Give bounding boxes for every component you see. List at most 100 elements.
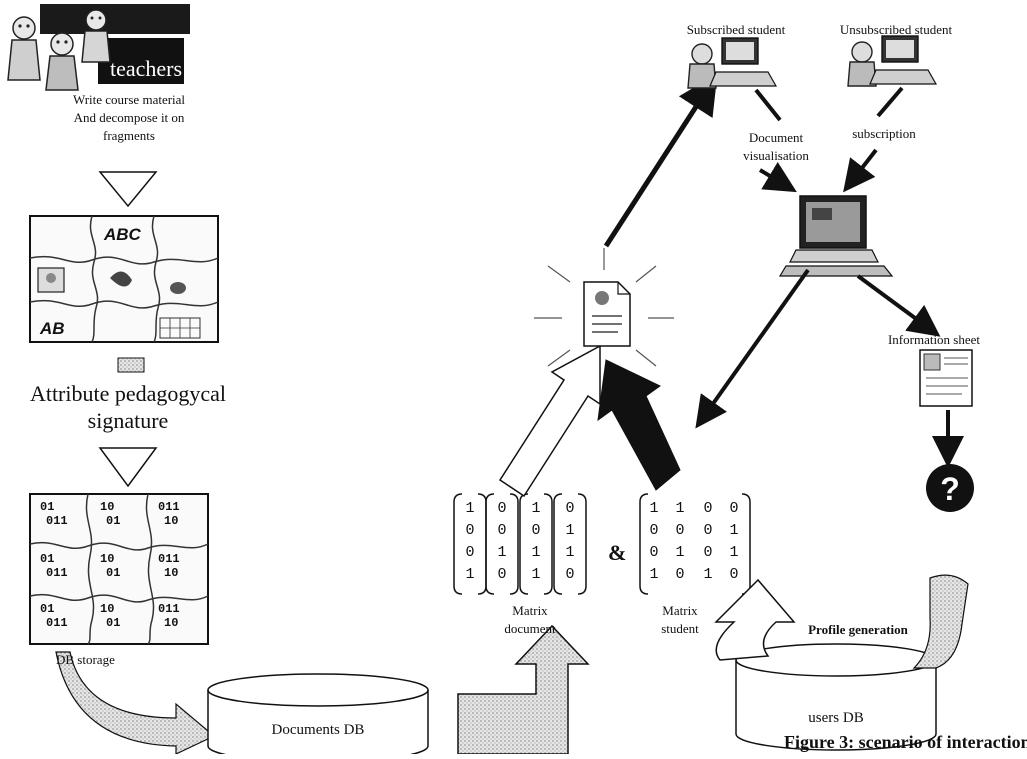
puzzle-text-abc: ABC (103, 225, 142, 244)
student-matrix-label-line2: student (661, 621, 699, 636)
student-matrix-cell: 1 (729, 522, 738, 539)
binary-bit-label: 01 (40, 602, 54, 616)
document-matrix-label-line2: document (504, 621, 556, 636)
student-matrix-cell: 0 (675, 522, 684, 539)
down-arrow-2 (98, 447, 158, 488)
binary-bit-label: 011 (158, 602, 180, 616)
puzzle-creature-icon (110, 271, 132, 287)
puzzle-illustration: ABC AB (29, 215, 219, 343)
teachers-banner: teachers (110, 56, 182, 81)
document-matrix-cell: 0 (531, 522, 540, 539)
document-matrix-cell: 0 (497, 500, 506, 517)
profile-scroll-icon (912, 574, 969, 669)
binary-bit-label: 10 (164, 514, 178, 528)
binary-bit-label: 10 (100, 602, 114, 616)
binary-bit-label: 01 (40, 552, 54, 566)
student-matrix-cell: 0 (649, 544, 658, 561)
teachers-caption-line2: And decompose it on (74, 110, 185, 125)
student-matrix-label-line1: Matrix (662, 603, 698, 618)
teachers-illustration: teachers (7, 4, 190, 91)
document-matrix-cell: 1 (465, 500, 474, 517)
unsubscribed-student-computer-icon (847, 35, 938, 87)
document-icon (534, 248, 674, 367)
documents-db-cylinder (207, 673, 429, 759)
document-matrix-cell: 0 (497, 566, 506, 583)
document-matrix-cell: 1 (531, 544, 540, 561)
document-matrix-cell: 1 (465, 566, 474, 583)
users-db-label: users DB (808, 710, 863, 726)
document-matrix-cell: 0 (465, 544, 474, 561)
binary-bit-label: 011 (46, 566, 68, 580)
doc-matrix-to-document-arrow (498, 344, 601, 498)
signature-line1: Attribute pedagogycal (30, 381, 226, 406)
student-matrix-to-document-arrow (597, 359, 681, 491)
document-matrix (453, 493, 587, 595)
binary-bit-label: 011 (158, 500, 180, 514)
binary-bit-label: 011 (46, 616, 68, 630)
subscription-arrow (843, 148, 878, 193)
server-computer-icon (778, 195, 894, 277)
student-matrix-cell: 1 (703, 566, 712, 583)
document-matrix-cell: 1 (531, 566, 540, 583)
doc-visualisation-line2: visualisation (743, 148, 809, 163)
unsubscribed-student-connector (876, 86, 904, 118)
information-sheet-label: Information sheet (888, 332, 980, 347)
document-matrix-cell: 0 (497, 522, 506, 539)
documents-db-label: Documents DB (272, 722, 365, 738)
subscription-label: subscription (852, 126, 916, 141)
question-mark-icon: ? (926, 464, 974, 512)
binary-puzzle-frame (29, 493, 209, 645)
teachers-board-back (40, 4, 190, 34)
teachers-caption-line1: Write course material (73, 92, 185, 107)
binary-bit-label: 01 (106, 514, 120, 528)
document-matrix-cell: 1 (531, 500, 540, 517)
db-storage-arrow (55, 651, 216, 755)
profile-generation-label: Profile generation (808, 622, 909, 637)
subscribed-student-computer-icon (687, 37, 778, 89)
student-matrix-cell: 1 (675, 544, 684, 561)
binary-bit-label: 011 (158, 552, 180, 566)
down-arrow-1 (98, 171, 158, 208)
document-to-student-arrow (603, 73, 718, 248)
teacher-figure-icon (45, 32, 79, 91)
document-matrix-cell: 0 (565, 500, 574, 517)
document-matrix-cell: 1 (565, 522, 574, 539)
figure-caption: Figure 3: scenario of interaction (784, 732, 1027, 752)
binary-bit-label: 01 (106, 566, 120, 580)
binary-bit-label: 10 (100, 552, 114, 566)
student-matrix-cell: 0 (649, 522, 658, 539)
puzzle-blob-icon (170, 282, 186, 294)
binary-bit-label: 10 (164, 616, 178, 630)
puzzle-text-ab: AB (39, 319, 65, 338)
student-matrix-cell: 1 (729, 544, 738, 561)
document-matrix-cell: 1 (565, 544, 574, 561)
users-db-to-matrix-arrow (714, 578, 796, 661)
document-matrix-cell: 1 (497, 544, 506, 561)
matrix-ampersand: & (608, 540, 626, 565)
teacher-figure-icon (7, 16, 41, 81)
server-to-info-sheet-arrow (856, 274, 941, 337)
student-matrix-cell: 1 (675, 500, 684, 517)
binary-bit-label: 011 (46, 514, 68, 528)
document-matrix-cell: 0 (465, 522, 474, 539)
subscribed-student-label: Subscribed student (687, 22, 786, 37)
db-storage-label: DB storage (56, 652, 115, 667)
student-matrix-cell: 0 (729, 566, 738, 583)
student-matrix-cell: 1 (649, 500, 658, 517)
users-db-cylinder (735, 643, 937, 751)
student-matrix-cell: 0 (703, 544, 712, 561)
binary-bit-label: 01 (40, 500, 54, 514)
student-matrix-cell: 1 (649, 566, 658, 583)
student-matrix-cell: 0 (729, 500, 738, 517)
server-to-student-matrix-arrow (695, 268, 810, 429)
binary-bit-label: 10 (164, 566, 178, 580)
signature-tag-icon (117, 357, 145, 373)
student-matrix-cell: 0 (703, 500, 712, 517)
doc-visualisation-line1: Document (749, 130, 804, 145)
subscribed-student-connector (754, 88, 782, 122)
